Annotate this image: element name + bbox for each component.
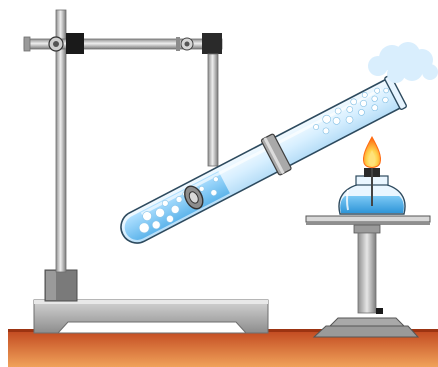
tripod-stand (306, 216, 430, 337)
boss-head (49, 33, 84, 54)
retort-stand-base (34, 270, 268, 333)
screw-knob (176, 37, 193, 51)
spirit-lamp (339, 168, 405, 214)
clamp (202, 33, 222, 166)
gas-cloud (368, 42, 438, 83)
flame (363, 137, 380, 168)
